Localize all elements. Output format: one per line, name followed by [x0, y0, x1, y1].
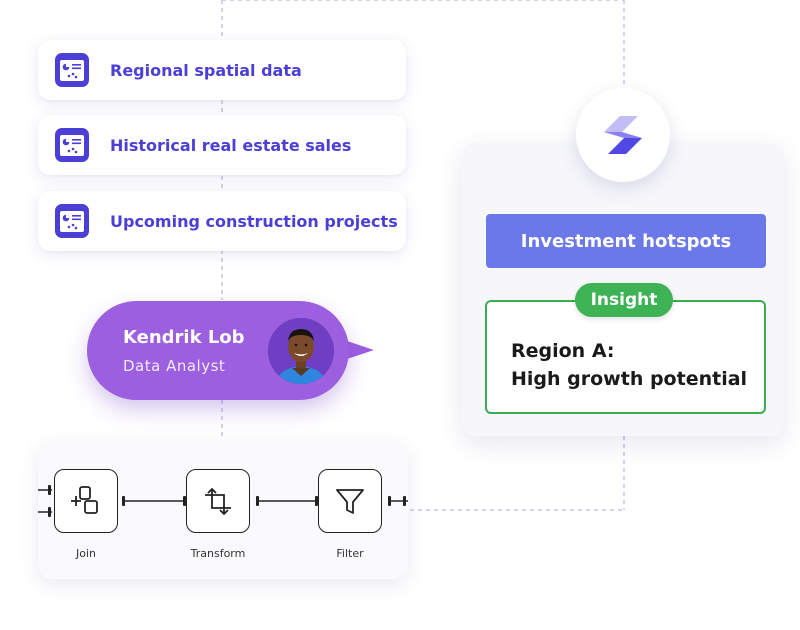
- insight-badge: Insight: [575, 283, 673, 317]
- data-source-card-sales[interactable]: Historical real estate sales: [38, 115, 406, 175]
- analyst-card[interactable]: Kendrik Lob Data Analyst: [87, 301, 349, 400]
- avatar: [268, 318, 334, 384]
- data-source-label: Historical real estate sales: [110, 135, 352, 155]
- insight-line-2: High growth potential: [511, 368, 748, 390]
- analyst-bubble-tail: [344, 340, 374, 360]
- data-source-card-construction[interactable]: Upcoming construction projects: [38, 191, 406, 251]
- report-icon: [55, 53, 89, 87]
- insight-box: Region A: High growth potential: [485, 300, 766, 414]
- pipeline-panel: Join Transform Filter: [38, 441, 408, 579]
- data-source-label: Upcoming construction projects: [110, 211, 398, 231]
- brand-logo-icon: [604, 116, 642, 154]
- pipeline-links: [38, 485, 408, 517]
- data-source-label: Regional spatial data: [110, 60, 302, 80]
- filter-icon: [336, 489, 364, 514]
- join-label: Join: [75, 547, 96, 560]
- data-source-card-regional[interactable]: Regional spatial data: [38, 40, 406, 100]
- transform-icon: [205, 487, 231, 516]
- report-icon: [55, 204, 89, 238]
- join-node[interactable]: [54, 469, 118, 533]
- filter-label: Filter: [336, 547, 364, 560]
- transform-label: Transform: [190, 547, 246, 560]
- join-icon: [71, 486, 98, 514]
- person-avatar-icon: [268, 318, 334, 384]
- investment-hotspots-button[interactable]: Investment hotspots: [486, 214, 766, 268]
- analyst-name: Kendrik Lob: [123, 327, 245, 348]
- transform-node[interactable]: [186, 469, 250, 533]
- analyst-role: Data Analyst: [123, 357, 226, 375]
- insight-line-1: Region A:: [511, 340, 615, 362]
- filter-node[interactable]: [318, 469, 382, 533]
- report-icon: [55, 128, 89, 162]
- brand-logo: [576, 88, 670, 182]
